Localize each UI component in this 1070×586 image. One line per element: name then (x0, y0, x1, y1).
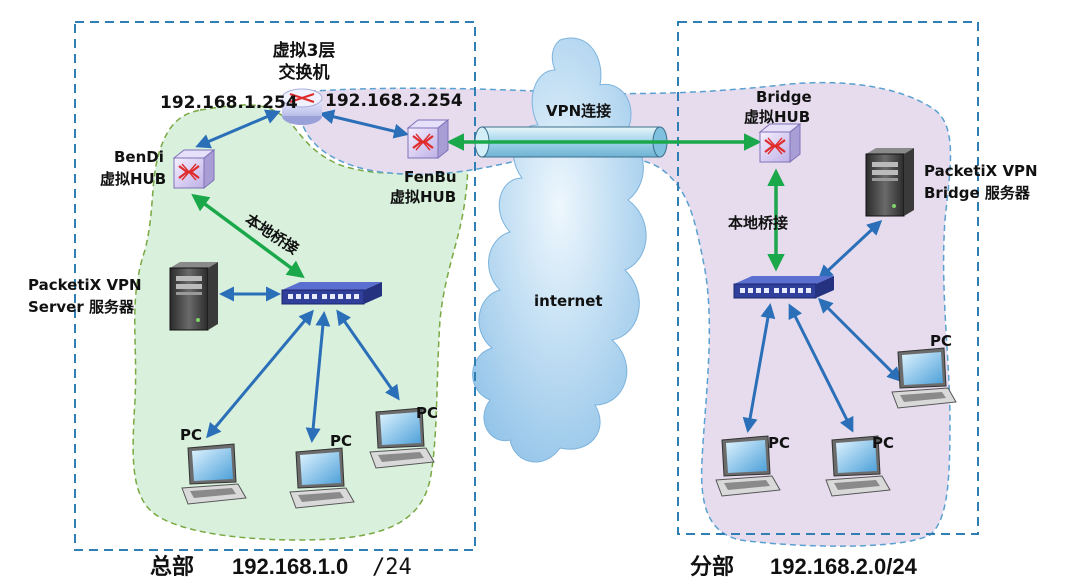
bridge-hub-icon (758, 122, 802, 164)
router-icon (281, 88, 323, 125)
link-switch-pc1 (206, 309, 314, 439)
branch-footer-cidr: 192.168.2.0/24 (770, 554, 918, 579)
l3switch-label-line1: 虚拟3层 (273, 40, 336, 61)
link-switch-pc2 (305, 311, 331, 443)
vpn-link-label: VPN连接 (546, 102, 611, 120)
branch-pc2-label: PC (872, 434, 894, 452)
branch-server-icon (865, 147, 915, 217)
hq-footer-cidr: 192.168.1.0 (232, 554, 348, 579)
link-l3switch-fenBu (319, 109, 409, 139)
hq-footer-name: 总部 (150, 554, 194, 580)
link-bswitch-pc3 (817, 297, 903, 383)
l3switch-label-line2: 交换机 (279, 62, 330, 83)
bridge-hub-label-line2: 虚拟HUB (744, 108, 810, 126)
branch-pc3-label: PC (930, 332, 952, 350)
link-benDi-bridge (191, 193, 305, 279)
branch-footer-name: 分部 (690, 554, 734, 580)
link-switch-pc3 (336, 309, 400, 401)
branch-network-zone (296, 81, 952, 547)
hq-frame (74, 21, 476, 551)
internet-label: internet (534, 292, 603, 310)
benDi-label-line1: BenDi (114, 148, 164, 166)
benDi-label-line2: 虚拟HUB (100, 170, 166, 188)
bridge-hub-label-line1: Bridge (756, 88, 812, 106)
hq-server-icon (169, 261, 219, 331)
ip-left-label: 192.168.1.254 (160, 93, 298, 113)
branch-server-label-line1: PacketiX VPN (924, 162, 1038, 180)
hq-server-label-line1: PacketiX VPN (28, 276, 142, 294)
hq-switch-icon (281, 281, 383, 305)
hq-footer-slash: /24 (372, 555, 412, 580)
fenBu-label-line1: FenBu (404, 168, 457, 186)
hq-pc1-label: PC (180, 426, 202, 444)
branch-frame (677, 21, 979, 535)
branch-bridge-link-label: 本地桥接 (728, 214, 788, 232)
branch-switch-icon (733, 275, 835, 299)
hq-pc3-label: PC (416, 404, 438, 422)
branch-pc1-label: PC (768, 434, 790, 452)
link-bswitch-pc1 (742, 303, 776, 433)
fenBu-label-line2: 虚拟HUB (390, 188, 456, 206)
branch-server-label-line2: Bridge 服务器 (924, 184, 1031, 202)
link-bridgeserver-switch (817, 219, 883, 281)
benDi-hub-icon (172, 148, 216, 190)
ip-right-label: 192.168.2.254 (325, 91, 463, 111)
fenBu-hub-icon (406, 118, 450, 160)
link-l3switch-benDi (195, 109, 281, 149)
hq-pc2-label: PC (330, 432, 352, 450)
hq-server-label-line2: Server 服务器 (28, 298, 135, 316)
